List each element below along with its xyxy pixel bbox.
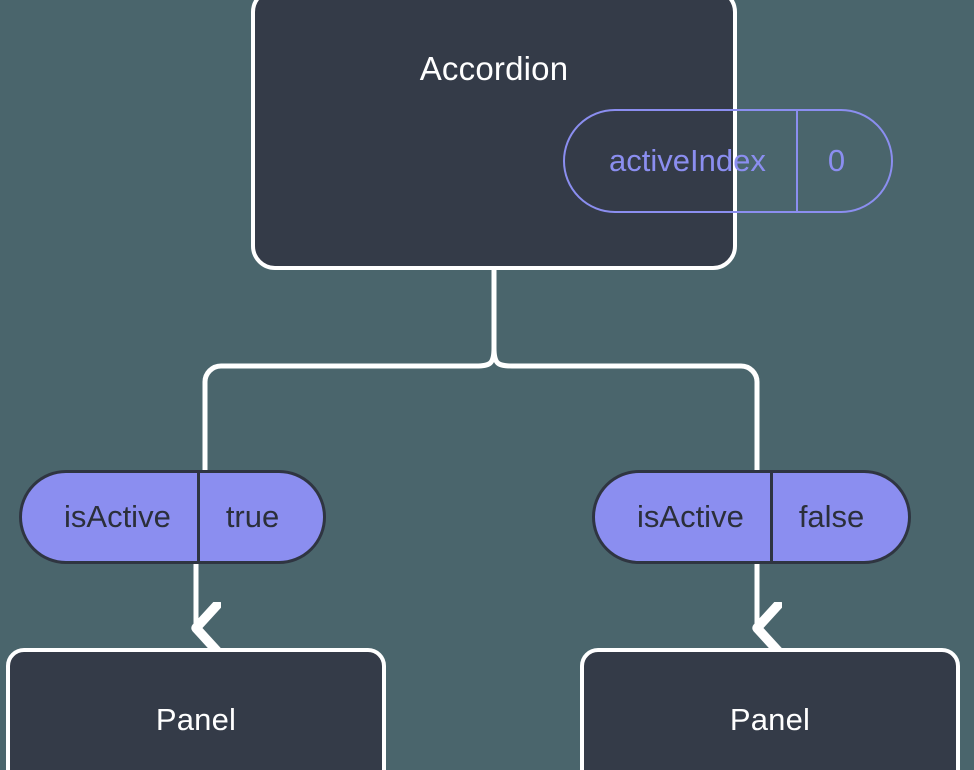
wire-branch-right bbox=[491, 345, 760, 475]
prop-pill-is-active-true[interactable]: isActive true bbox=[19, 470, 327, 564]
wire-branch-left bbox=[202, 345, 497, 475]
component-title: Accordion bbox=[419, 50, 569, 87]
state-pill-active-index[interactable]: activeIndex 0 bbox=[563, 109, 894, 213]
component-title: Panel bbox=[155, 702, 237, 737]
prop-pill-value: false bbox=[769, 473, 908, 561]
state-pill-key: activeIndex bbox=[609, 143, 766, 178]
component-card-panel-left[interactable]: Panel bbox=[6, 648, 386, 770]
prop-pill-key: isActive bbox=[64, 499, 171, 534]
prop-pill-key: isActive bbox=[637, 499, 744, 534]
component-card-accordion[interactable]: Accordion activeIndex 0 bbox=[251, 0, 894, 270]
component-title: Panel bbox=[729, 702, 811, 737]
component-card-panel-right[interactable]: Panel bbox=[580, 648, 960, 770]
state-pill-value: 0 bbox=[795, 111, 891, 211]
prop-pill-is-active-false[interactable]: isActive false bbox=[592, 470, 912, 564]
prop-pill-value: true bbox=[196, 473, 323, 561]
